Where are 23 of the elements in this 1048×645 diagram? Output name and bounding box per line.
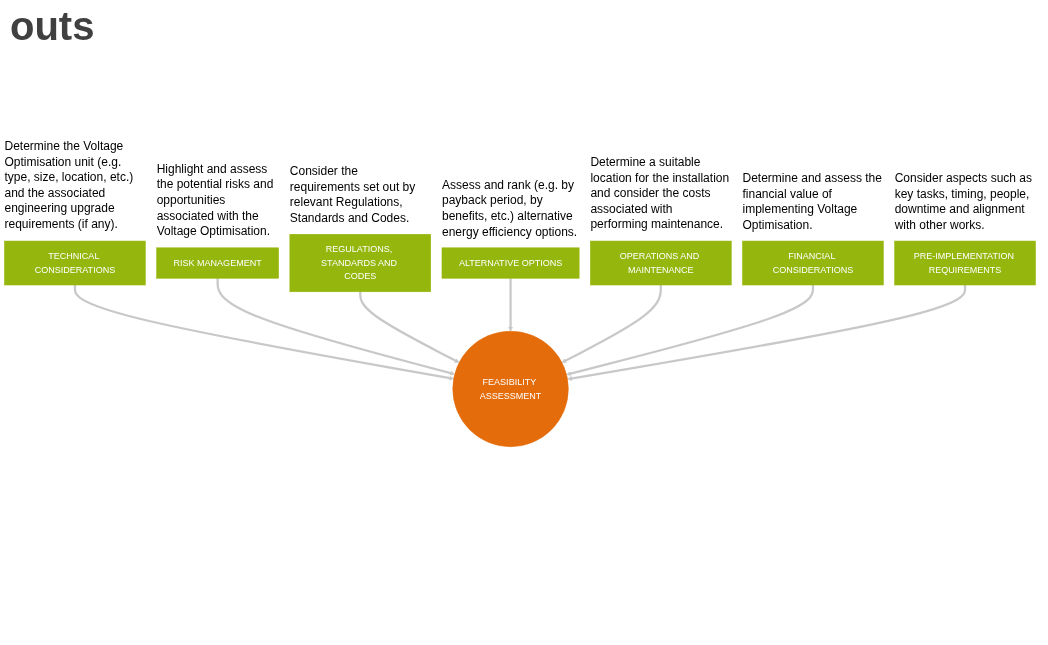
node-box: OPERATIONS AND MAINTENANCE bbox=[590, 240, 732, 286]
node-box: RISK MANAGEMENT bbox=[156, 247, 279, 279]
node-box: FINANCIAL CONSIDERATIONS bbox=[742, 240, 884, 286]
node-box: TECHNICAL CONSIDERATIONS bbox=[4, 240, 146, 286]
description-text: Highlight and assess the potential risks and opportunities associated with the Voltage Optimisation. bbox=[156, 161, 275, 240]
arrow bbox=[359, 291, 460, 363]
arrow bbox=[508, 278, 514, 332]
arrow bbox=[561, 285, 662, 363]
description-text: Determine a suitable location for the installation and consider the costs associated with performing maintenance. bbox=[590, 155, 731, 233]
node-box: PRE-IMPLEMENTATION REQUIREMENTS bbox=[894, 240, 1036, 286]
node-box: ALTERNATIVE OPTIONS bbox=[441, 247, 580, 279]
description-text: Assess and rank (e.g. by payback period, by benefits, etc.) alternative energy efficiency options. bbox=[441, 177, 579, 241]
description-text: Consider the requirements set out by relevant Regulations, Standards and Codes. bbox=[289, 164, 417, 227]
arrow bbox=[567, 285, 967, 381]
arrow bbox=[73, 285, 454, 381]
node-circle: FEASIBILITY ASSESSMENT bbox=[452, 330, 569, 447]
description-text: Determine and assess the financial value of implementing Voltage Optimisation. bbox=[742, 171, 883, 234]
description-text: Determine the Voltage Optimisation unit (e.g. type, size, location, etc.) and the associated engineering upgrade requirements (if any). bbox=[4, 139, 135, 233]
arrow bbox=[216, 278, 455, 376]
page-title: outs bbox=[10, 4, 96, 49]
description-text: Consider aspects such as key tasks, timing, people, downtime and alignment with other works. bbox=[894, 171, 1034, 234]
arrow bbox=[566, 285, 815, 376]
node-box: REGULATIONS, STANDARDS AND CODES bbox=[289, 234, 431, 293]
